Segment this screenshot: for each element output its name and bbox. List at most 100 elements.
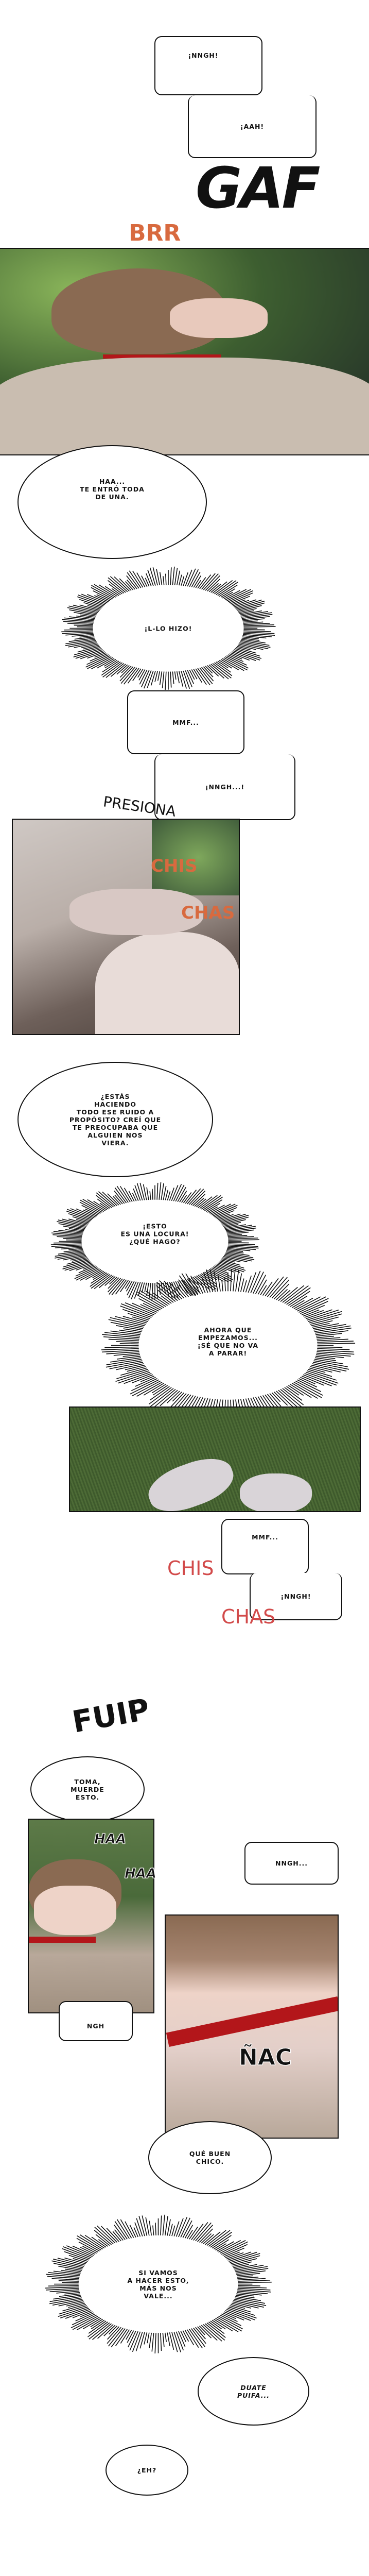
speech-bubble-duate-puifa: DUATE PUIFA... bbox=[198, 2357, 309, 2426]
burst-spike bbox=[202, 1196, 223, 1211]
burst-spike bbox=[65, 1229, 84, 1232]
burst-spike bbox=[312, 1362, 349, 1370]
burst-spike bbox=[146, 573, 152, 586]
burst-spike bbox=[253, 1272, 264, 1294]
burst-spike bbox=[286, 1287, 311, 1305]
burst-spike bbox=[242, 635, 267, 639]
burst-spike bbox=[239, 642, 269, 650]
burst-spike bbox=[65, 2309, 91, 2319]
speech-bubble-mmf-2: MMF... bbox=[221, 1519, 309, 1574]
burst-spike bbox=[151, 1384, 166, 1394]
burst-spike bbox=[222, 591, 233, 599]
burst-spike bbox=[218, 2240, 241, 2253]
burst-spike bbox=[113, 1196, 121, 1205]
burst-spike bbox=[161, 1183, 164, 1200]
burst-spike bbox=[225, 1252, 254, 1259]
burst-spike bbox=[176, 671, 180, 684]
bubble-text: ¡AAH! bbox=[240, 122, 265, 130]
burst-spike bbox=[91, 2319, 105, 2329]
burst-spike bbox=[221, 1258, 235, 1263]
burst-spike bbox=[151, 2332, 154, 2352]
burst-spike bbox=[219, 1213, 246, 1223]
burst-spike bbox=[242, 1280, 247, 1292]
burst-spike bbox=[53, 2270, 80, 2275]
burst-spike bbox=[226, 1227, 256, 1232]
burst-spike bbox=[57, 1253, 85, 1260]
burst-spike bbox=[167, 1191, 171, 1201]
burst-spike bbox=[67, 623, 94, 625]
burst-spike bbox=[300, 1377, 315, 1384]
burst-spike bbox=[217, 1275, 221, 1292]
burst-spike bbox=[178, 2216, 188, 2238]
sfx-chas-2: CHAS bbox=[221, 1605, 276, 1628]
burst-spike bbox=[194, 1198, 204, 1207]
burst-spike bbox=[164, 2332, 167, 2342]
burst-spike bbox=[51, 1232, 82, 1236]
burst-spike bbox=[68, 1218, 89, 1225]
burst-spike bbox=[125, 2221, 134, 2238]
burst-spike bbox=[152, 1385, 168, 1396]
burst-spike bbox=[132, 1316, 148, 1322]
bubble-text: QUÉ BUEN CHICO. bbox=[189, 2150, 231, 2165]
burst-spike bbox=[265, 1278, 279, 1297]
burst-spike bbox=[191, 2328, 205, 2347]
burst-spike bbox=[94, 584, 116, 598]
burst-spike bbox=[123, 1328, 142, 1332]
burst-spike bbox=[63, 621, 94, 624]
burst-spike bbox=[185, 569, 192, 586]
burst-spike bbox=[181, 1195, 187, 1203]
burst-spike bbox=[183, 572, 188, 586]
burst-spike bbox=[110, 1321, 144, 1329]
burst-spike bbox=[108, 2327, 124, 2347]
sfx-chis: CHIS bbox=[151, 856, 198, 876]
burst-spike bbox=[181, 671, 187, 689]
burst-spike bbox=[245, 1275, 252, 1293]
burst-spike bbox=[225, 589, 247, 601]
burst-spike bbox=[48, 2285, 79, 2287]
burst-spike bbox=[93, 1272, 106, 1280]
burst-spike bbox=[212, 581, 227, 594]
burst-spike bbox=[317, 1351, 355, 1355]
burst-spike bbox=[156, 569, 161, 586]
burst-spike bbox=[175, 1184, 185, 1202]
burst-spike bbox=[83, 602, 102, 608]
burst-spike bbox=[162, 2214, 165, 2236]
burst-spike bbox=[280, 1286, 298, 1302]
burst-spike bbox=[76, 2238, 100, 2252]
burst-spike bbox=[203, 2234, 214, 2244]
burst-spike bbox=[227, 1236, 254, 1239]
burst-spike bbox=[110, 576, 128, 592]
burst-spike bbox=[144, 1282, 147, 1292]
burst-spike bbox=[154, 2333, 156, 2354]
burst-spike bbox=[56, 2291, 80, 2294]
burst-spike bbox=[243, 622, 270, 625]
burst-spike bbox=[239, 610, 254, 615]
burst-spike bbox=[214, 662, 233, 676]
burst-spike bbox=[148, 1387, 172, 1405]
burst-spike bbox=[82, 2246, 97, 2254]
burst-spike bbox=[186, 2230, 193, 2239]
burst-spike bbox=[231, 2255, 260, 2264]
burst-spike bbox=[223, 2247, 245, 2257]
bubble-text: AHORA QUE EMPEZAMOS... ¡SÉ QUE NO VA A P… bbox=[197, 1326, 259, 1357]
sfx-chis-2: CHIS bbox=[167, 1557, 214, 1580]
burst-spike bbox=[85, 1270, 103, 1280]
burst-spike bbox=[79, 1201, 101, 1214]
burst-spike bbox=[238, 643, 263, 650]
burst-spike bbox=[297, 1379, 322, 1392]
speech-bubble-nngh-2: ¡NNGH...! bbox=[154, 754, 295, 820]
burst-spike bbox=[171, 1185, 179, 1201]
burst-spike bbox=[64, 2292, 80, 2295]
burst-spike bbox=[317, 1346, 343, 1348]
burst-spike bbox=[217, 2241, 235, 2252]
burst-spike bbox=[68, 2255, 88, 2262]
burst-spike bbox=[120, 2219, 132, 2239]
burst-spike bbox=[227, 1247, 256, 1250]
burst-spike bbox=[225, 2310, 251, 2321]
burst-spike bbox=[226, 1229, 254, 1234]
burst-spike bbox=[243, 621, 263, 624]
burst-spike bbox=[87, 651, 106, 659]
burst-spike bbox=[80, 650, 104, 659]
burst-spike bbox=[101, 2226, 118, 2243]
burst-spike bbox=[72, 2313, 96, 2326]
